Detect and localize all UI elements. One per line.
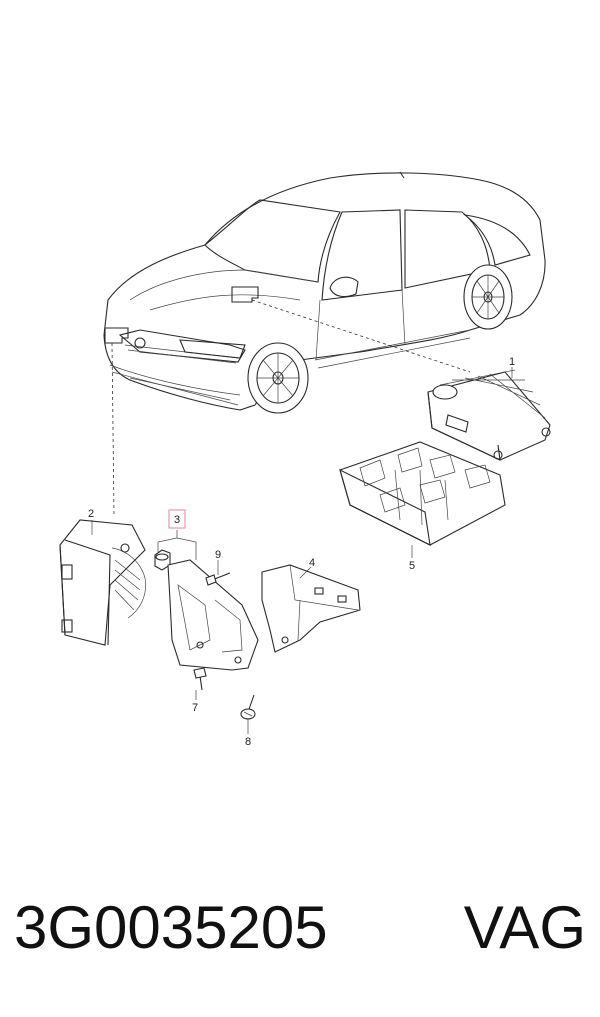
callout-2[interactable]: 2 [88,508,94,520]
brand-label: VAG [463,894,586,961]
part-2-speaker [59,519,146,646]
callout-3[interactable]: 3 [174,514,180,526]
part-number: 3G0035205 [14,894,328,961]
callout-9[interactable]: 9 [215,549,221,561]
callout-1[interactable]: 1 [509,356,515,368]
callout-5[interactable]: 5 [409,560,415,572]
part-7-screw [240,694,256,720]
callout-4[interactable]: 4 [309,557,315,569]
guide-line-speaker [111,342,115,516]
part-8-screw [193,667,207,691]
car-illustration [103,171,546,414]
part-9-screw [205,572,231,586]
part-3-highlight-box [168,509,186,529]
amplifier-location-marker [231,286,259,303]
parts-diagram: 1 2 3 4 5 8 7 9 [59,171,551,748]
part-4-bracket [261,564,361,653]
part-5-bracket [339,441,506,546]
guide-line-amplifier [251,299,471,373]
speaker-location-marker [104,327,129,344]
callout-7[interactable]: 8 [245,736,251,748]
callout-leaders [91,367,513,734]
callout-8[interactable]: 7 [192,702,198,714]
part-1-amplifier [427,369,551,461]
